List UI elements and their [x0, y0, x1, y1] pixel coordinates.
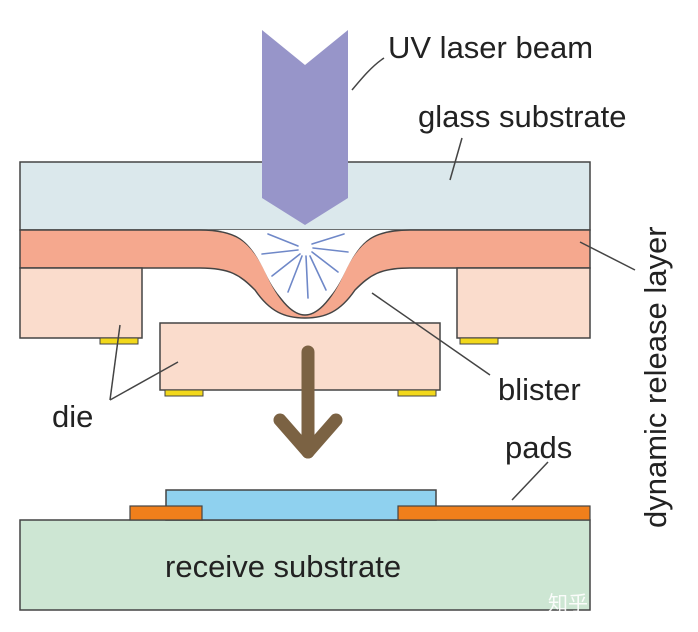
label-die: die	[52, 399, 93, 434]
blister-cavity	[215, 230, 395, 310]
blister-blast-lines	[261, 233, 349, 299]
die-center-pad-right	[397, 389, 437, 397]
label-uv-laser-beam: UV laser beam	[388, 30, 593, 65]
pad-left	[129, 505, 203, 521]
die-right	[456, 267, 591, 339]
die-center-pad-left	[164, 389, 204, 397]
die-right-pad	[459, 337, 499, 345]
label-receive-substrate: receive substrate	[165, 549, 401, 584]
pad-right	[397, 505, 591, 521]
uv-laser-beam	[262, 30, 348, 225]
die-left	[19, 267, 143, 339]
label-blister: blister	[498, 372, 581, 407]
label-dynamic-release-layer: dynamic release layer	[638, 226, 673, 528]
die-left-pad	[99, 337, 139, 345]
leader-lines	[109, 57, 636, 501]
bond-layer	[165, 489, 437, 521]
label-glass-substrate: glass substrate	[418, 99, 627, 134]
watermark-text: 知乎 @涂猪猪	[548, 592, 674, 615]
label-pads: pads	[505, 430, 572, 465]
die-center	[159, 322, 441, 391]
transfer-arrow	[273, 345, 343, 459]
